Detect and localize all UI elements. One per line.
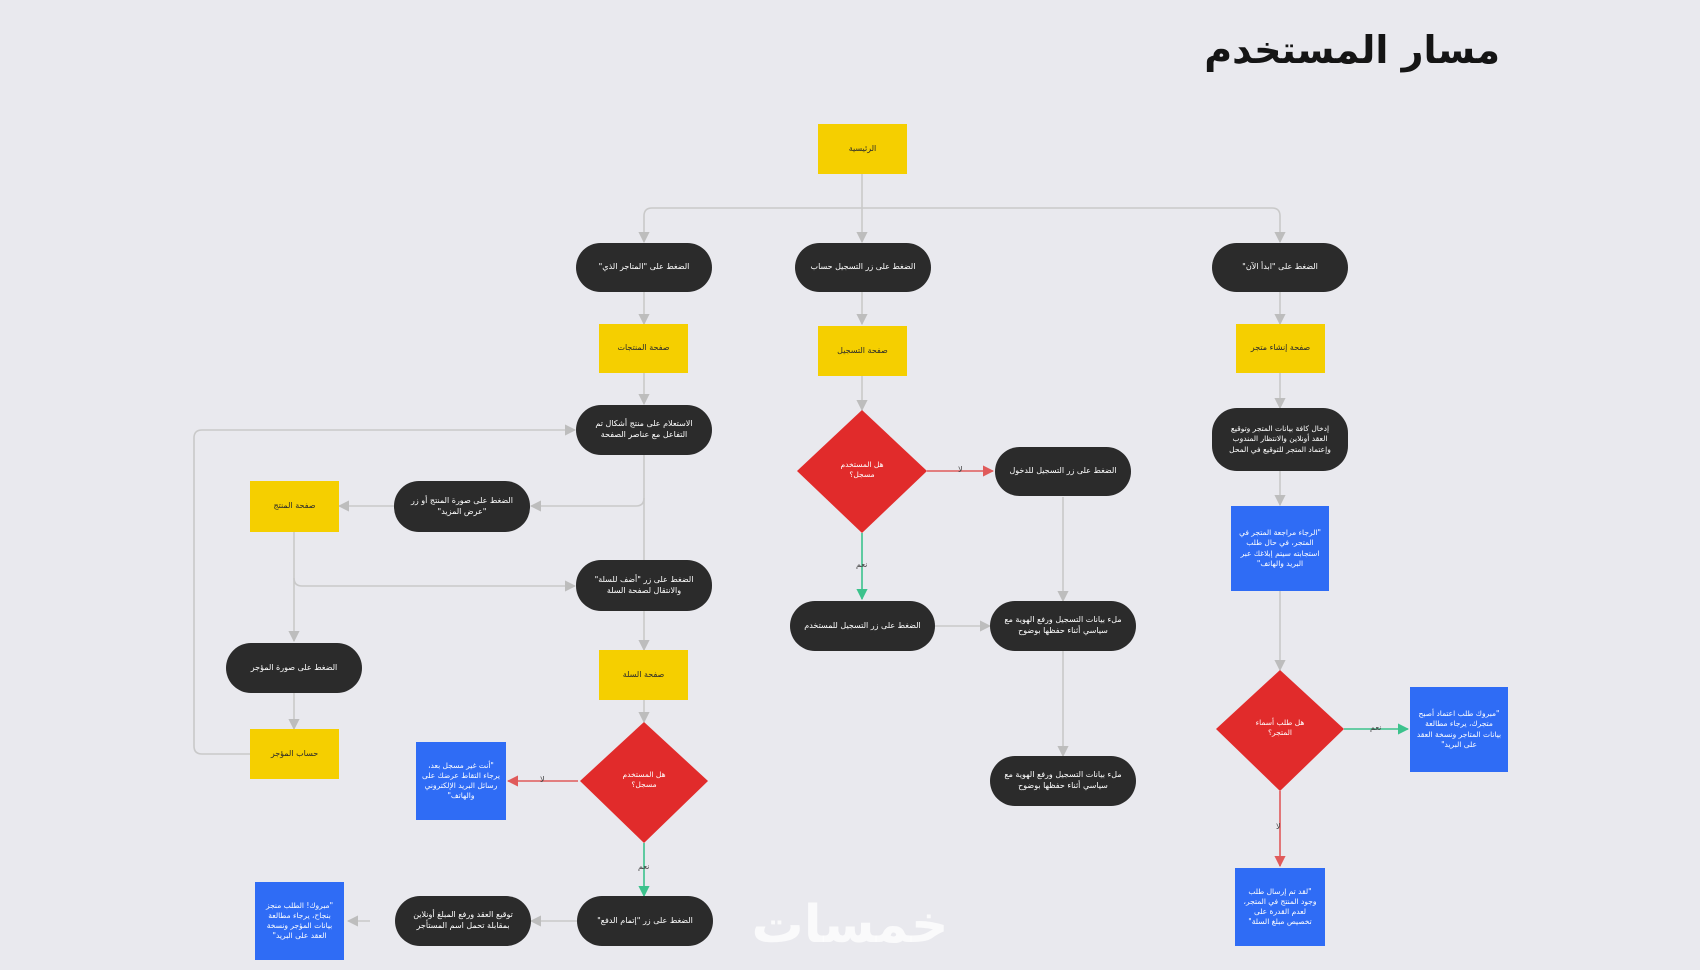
add-to-cart-node: الضغط على زر "أضف للسلة" والانتقال لصفحة… <box>576 560 712 611</box>
click-register-node: الضغط على زر التسجيل حساب <box>795 243 931 292</box>
decision-right-label: هل طلب أسماء المتجر؟ <box>1255 718 1305 738</box>
start-node: الرئيسية <box>818 124 907 174</box>
edge-label-no-right: لا <box>1276 822 1281 831</box>
edge-l-branch <box>529 497 645 512</box>
fill-store-data-node: إدخال كافة بيانات المتجر وتوقيع العقد أو… <box>1212 408 1348 471</box>
edge-label-yes-right: نعم <box>1370 723 1382 732</box>
not-registered-message: "أنت غير مسجل بعد، يرجاء التقاط عرضك على… <box>416 742 506 820</box>
edge-label-yes-left: نعم <box>638 862 650 871</box>
decision-mid-label: هل المستخدم مسجل؟ <box>840 460 884 480</box>
create-store-page-node: صفحة إنشاء متجر <box>1236 324 1325 373</box>
sign-contract-node: توقيع العقد ورفع المبلغ أونلاين بمقابلة … <box>395 896 531 946</box>
edge-split-left <box>638 207 862 244</box>
click-merchant-image-node: الضغط على صورة المؤجر <box>226 643 362 693</box>
watermark-logo: خمسات <box>751 895 949 955</box>
edge-split-right <box>862 207 1286 244</box>
fill-registration-b-node: ملء بيانات التسجيل ورفع الهوية مع سياسي … <box>990 756 1136 806</box>
edge-prod-cart <box>293 577 577 592</box>
store-pending-message: "لقد تم إرسال طلب وجود المنتج في المتجر،… <box>1235 868 1325 946</box>
edge-loop <box>193 424 577 755</box>
edge-label-yes-mid: نعم <box>856 560 868 569</box>
click-login-button-node: الضغط على زر التسجيل للدخول <box>995 447 1131 496</box>
decision-left-label: هل المستخدم مسجل؟ <box>622 770 666 790</box>
merchant-approved-message: "مبروك طلب اعتماد أصبح متجرك، يرجاء مطال… <box>1410 687 1508 772</box>
click-product-image-node: الضغط على صورة المنتج أو زر "عرض المزيد" <box>394 481 530 532</box>
click-register-user-node: الضغط على زر التسجيل للمستخدم <box>790 601 935 651</box>
decision-diamond-mid <box>797 410 927 533</box>
register-page-node: صفحة التسجيل <box>818 326 907 376</box>
edge-label-no-mid: لا <box>958 465 963 474</box>
store-review-message: "الرجاء مراجعة المتجر في المتجر، في حال … <box>1231 506 1329 591</box>
click-complete-pay-node: الضغط على زر "إتمام الدفع" <box>577 896 713 946</box>
page-title: مسار المستخدم <box>1204 28 1500 72</box>
edge-label-no-left: لا <box>540 775 545 784</box>
fill-registration-a-node: ملء بيانات التسجيل ورفع الهوية مع سياسي … <box>990 601 1136 651</box>
cart-page-node: صفحة السلة <box>599 650 688 700</box>
products-page-node: صفحة المنتجات <box>599 324 688 373</box>
click-services-node: الضغط على "المتاجر الذي" <box>576 243 712 292</box>
decision-diamond-right <box>1216 670 1344 791</box>
click-start-now-node: الضغط على "ابدأ الآن" <box>1212 243 1348 292</box>
product-page-node: صفحة المنتج <box>250 481 339 532</box>
browse-products-node: الاستعلام على منتج أشكال تم التفاعل مع ع… <box>576 405 712 455</box>
decision-diamond-left <box>580 722 708 843</box>
order-success-message: "مبروك! الطلب منجز بنجاح، يرجاء مطالعة ب… <box>255 882 344 960</box>
merchant-account-node: حساب المؤجر <box>250 729 339 779</box>
